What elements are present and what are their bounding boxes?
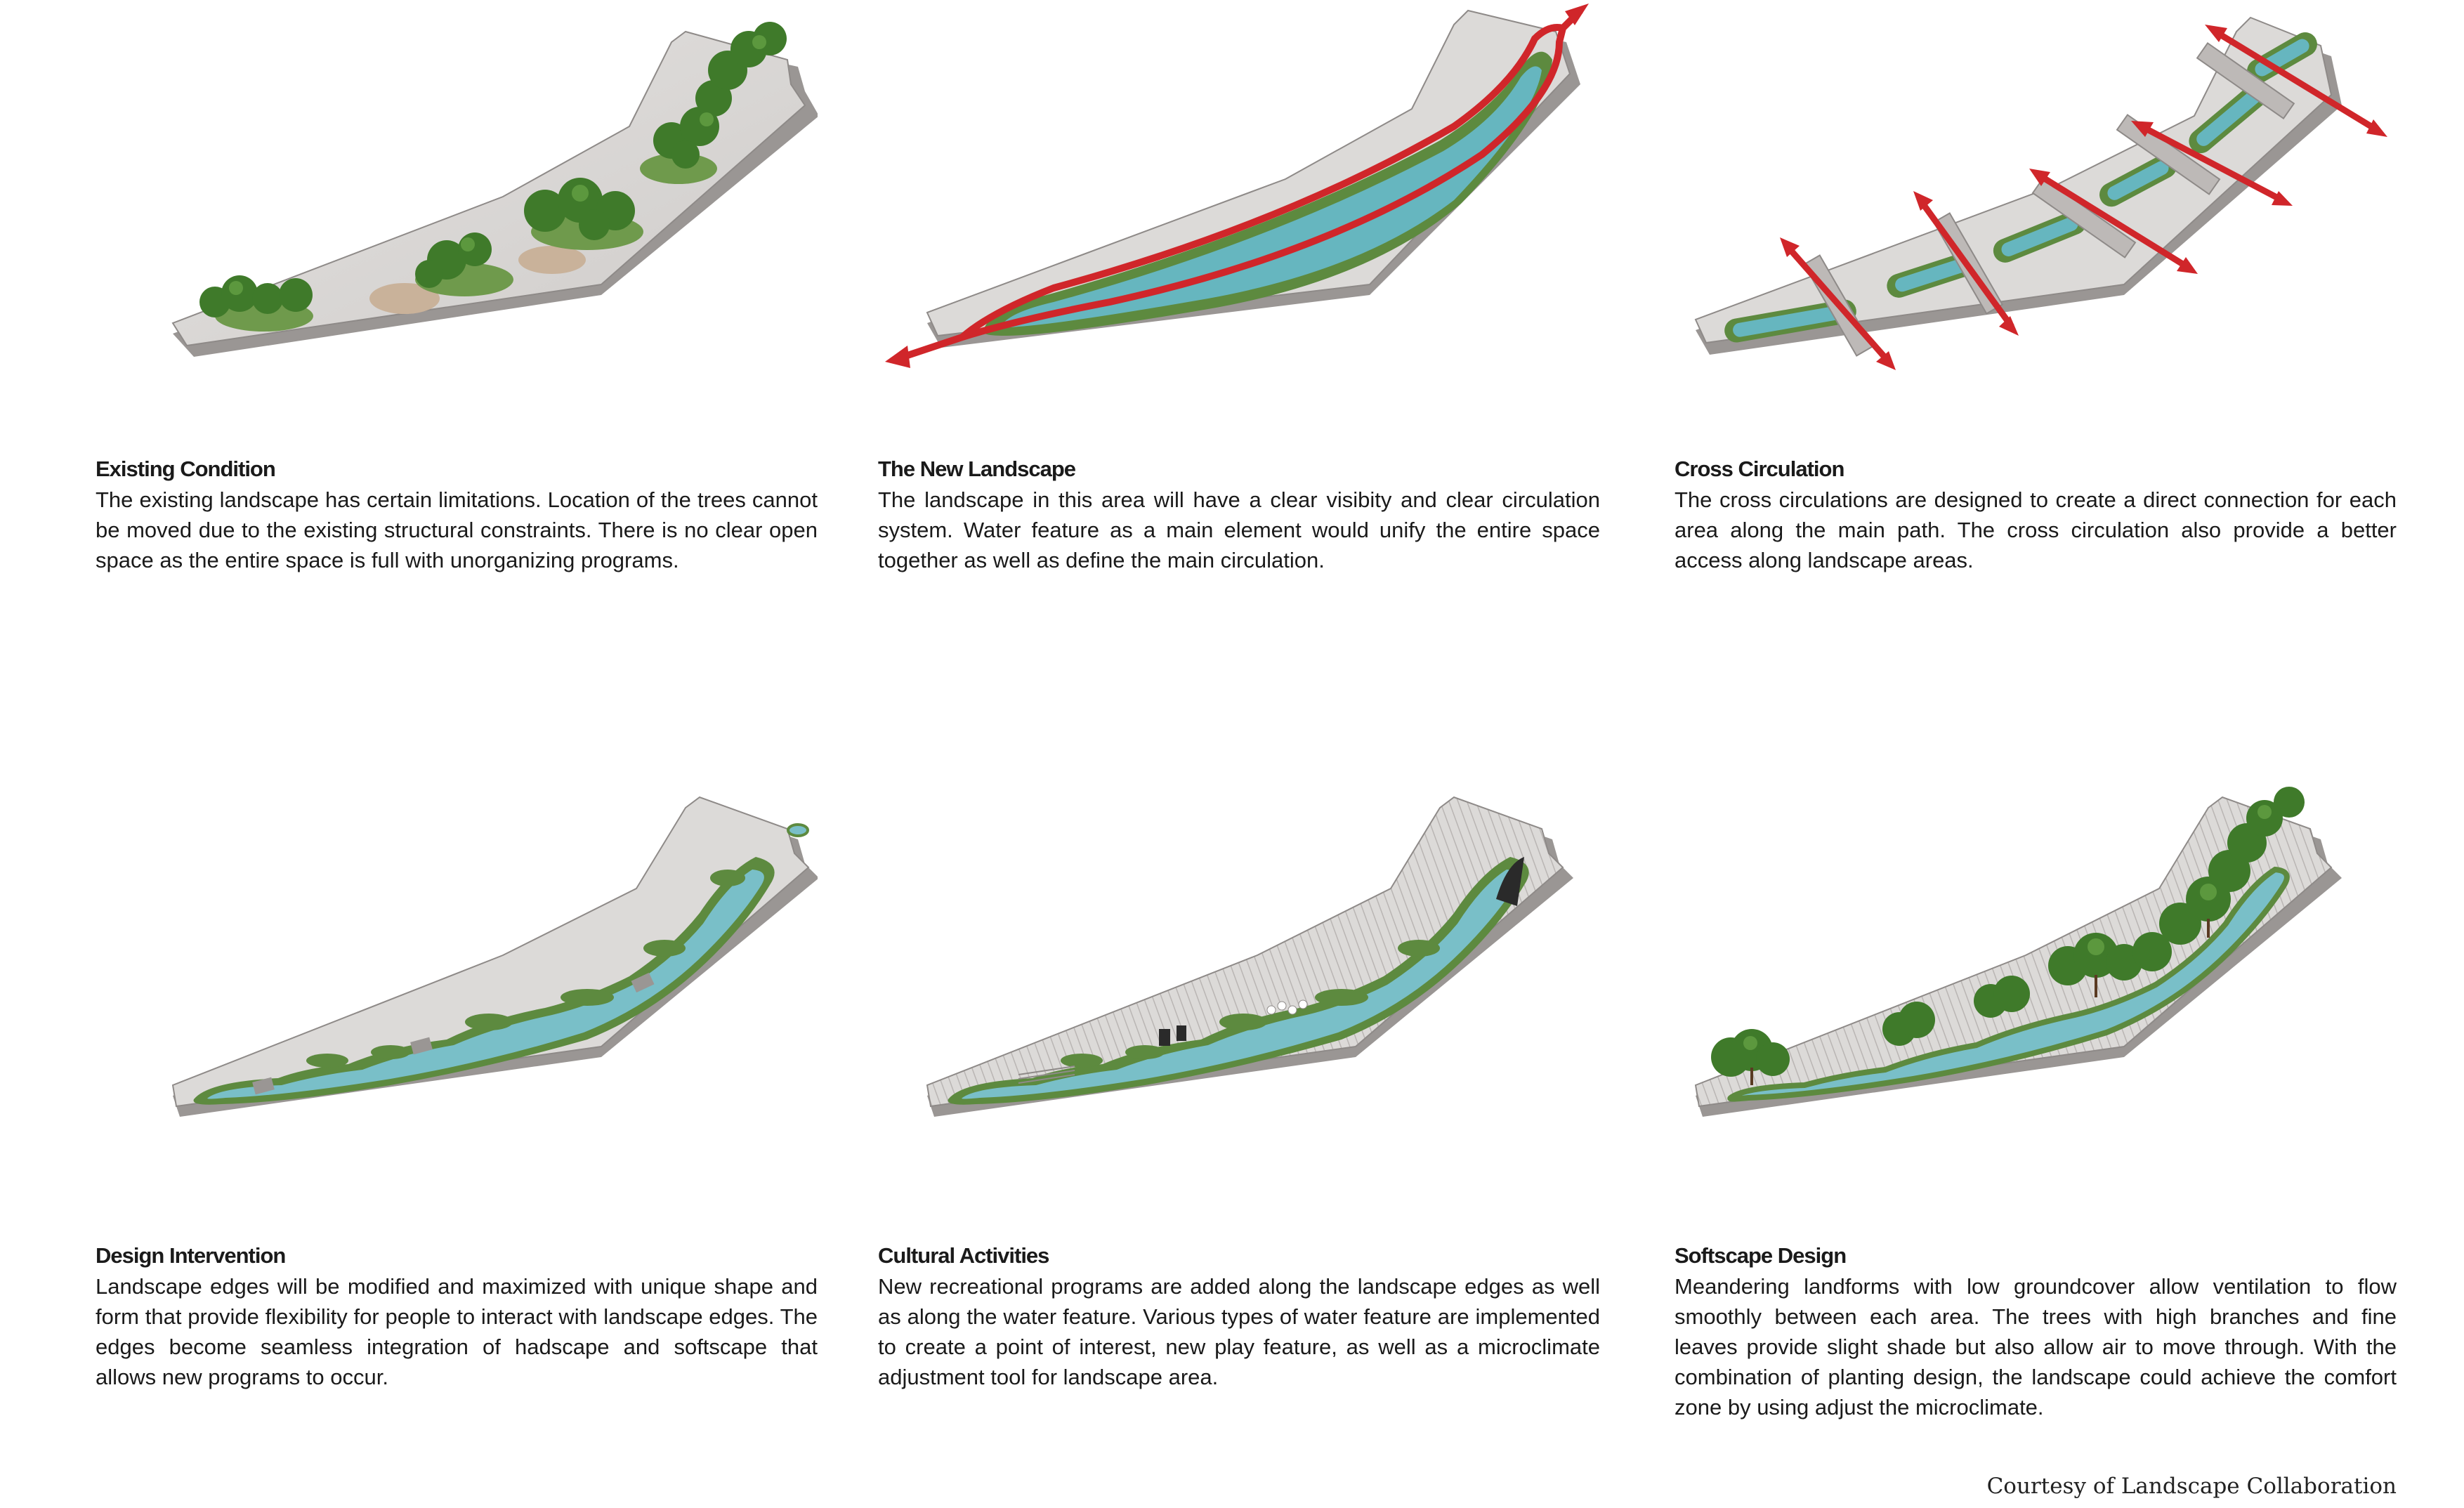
slab-top (1694, 16, 2333, 344)
panel-title: Cross Circulation (1675, 457, 1844, 481)
main-circulation-path (898, 8, 1583, 362)
cross-circulation-arrows (1784, 29, 2379, 364)
caption-cross-circulation: Cross Circulation The cross circulations… (1675, 455, 2397, 575)
softscape-design-diagram (1675, 787, 2397, 1180)
stepping-stones (1266, 999, 1308, 1015)
cultural-activities-diagram (878, 787, 1600, 1180)
water-feature (962, 870, 1519, 1099)
sand-patch (369, 283, 440, 314)
arrow-head-icon (885, 346, 910, 368)
caption-cultural-activities: Cultural Activities New recreational pro… (878, 1242, 1600, 1392)
image-credit: Courtesy of Landscape Collaboration (1986, 1474, 2397, 1499)
water-feature (1000, 66, 1542, 328)
panel-description: Meandering landforms with low groundcove… (1675, 1274, 2397, 1420)
water-feature (1727, 866, 2290, 1102)
steps (1018, 1066, 1075, 1084)
panel-description: The landscape in this area will have a c… (878, 487, 1600, 572)
panel-description: Landscape edges will be modified and max… (96, 1274, 818, 1389)
pond-icon (787, 823, 809, 837)
main-circulation-path (959, 24, 1564, 340)
panel-title: Design Intervention (96, 1243, 286, 1268)
caption-new-landscape: The New Landscape The landscape in this … (878, 455, 1600, 575)
design-intervention-diagram (96, 787, 818, 1180)
panel-description: The existing landscape has certain limit… (96, 487, 818, 572)
panel-title: The New Landscape (878, 457, 1076, 481)
panel-title: Cultural Activities (878, 1243, 1049, 1268)
grass-islands (1061, 940, 1440, 1068)
tree-trunks (1750, 919, 2210, 1085)
panel-description: The cross circulations are designed to c… (1675, 487, 2397, 572)
tree-highlights (1743, 805, 2272, 1050)
new-landscape-diagram (878, 0, 1600, 393)
sand-patch (518, 246, 586, 274)
grass-islands (306, 870, 745, 1068)
existing-condition-diagram (96, 0, 818, 393)
footbridge (252, 972, 655, 1095)
cross-circulation-diagram (1675, 0, 2397, 393)
slab-top (171, 30, 806, 347)
tree-cluster (199, 22, 787, 317)
play-structures (1159, 857, 1524, 1046)
arrow-head-icon (1780, 25, 2387, 370)
panel-description: New recreational programs are added alon… (878, 1274, 1600, 1389)
tree-highlights (229, 35, 766, 295)
caption-softscape-design: Softscape Design Meandering landforms wi… (1675, 1242, 2397, 1422)
caption-existing-condition: Existing Condition The existing landscap… (96, 455, 818, 575)
panel-title: Existing Condition (96, 457, 276, 481)
arrow-head-icon (1565, 4, 1589, 25)
panel-title: Softscape Design (1675, 1243, 1847, 1268)
tree-cluster (1711, 787, 2305, 1077)
caption-design-intervention: Design Intervention Landscape edges will… (96, 1242, 818, 1392)
